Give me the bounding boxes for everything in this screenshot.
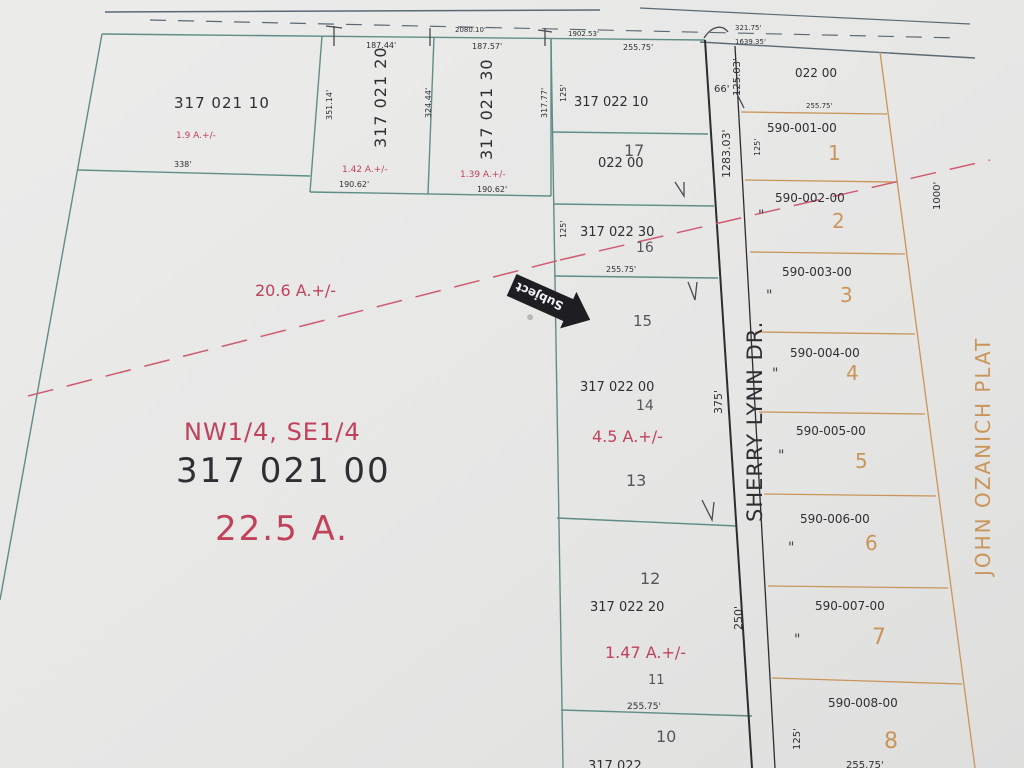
parcel-022-20-dim-bottom: 255.75' [627,702,661,712]
plat-ditto-marks: " " " " " " [758,208,800,648]
parcel-021-20-acreage: 1.42 A.+/- [342,165,388,175]
plat-lot-2-number: 590-002-00 [775,191,845,205]
parcel-lines [0,33,753,768]
parcel-022-10-dim-top: 255.75' [623,43,653,52]
parcel-022-10-lot: 17 [624,141,644,160]
parcel-021-10-acreage: 1.9 A.+/- [176,131,216,141]
top-dim-1: 2080.10' [455,26,486,34]
parcel-021-20-dim-bottom: 190.62' [339,180,369,189]
parcel-022-00-top-number: 022 00 [598,156,644,171]
plat-lot-7-number: 590-007-00 [815,599,885,613]
parcel-022-00-number: 317 022 00 [580,380,654,395]
parcel-021-20-dim-left: 351.14' [325,90,334,120]
acreage-20-6: 20.6 A.+/- [255,281,336,300]
plat-lot-0-number: 022 00 [795,66,837,80]
plat-lot-7-lot: 7 [872,625,886,650]
parcel-022-00-lot-b: 13 [626,471,646,490]
parcel-021-20-number: 317 021 20 [371,46,390,148]
top-dim-2: 1902.53' [568,30,599,38]
parcel-022-10-number: 317 022 10 [574,95,648,110]
svg-text:": " [788,540,794,556]
parcel-021-10-dim-bottom: 338' [174,160,191,169]
parcel-022-20-dim-right: 250' [732,606,745,630]
parcel-022-00-lot-a: 14 [636,398,654,414]
parcel-022-20-lot-b: 11 [648,673,665,688]
plat-lot-1-number: 590-001-00 [767,121,837,135]
parcel-022-30-number: 317 022 30 [580,225,654,240]
big-parcel-quarter: NW1/4, SE1/4 [184,418,361,446]
parcel-021-30-acreage: 1.39 A.+/- [460,170,506,180]
road-dim-3: 1283.03' [720,129,733,178]
svg-text:": " [794,632,800,648]
dashed-section-line [27,159,991,397]
parcel-022-00-dim-right: 375' [712,390,725,414]
hand-marks [325,25,745,523]
road-dim-1: 66' [714,84,729,95]
parcel-bottom-lot: 10 [656,727,676,746]
parcel-022-00-acreage: 4.5 A.+/- [592,427,663,446]
top-dim-3: 321.75' [735,24,761,32]
parcel-021-30-dim-top: 187.57' [472,42,502,51]
parcel-022-20-lot-a: 12 [640,569,660,588]
svg-text:": " [778,448,784,464]
parcel-022-00-lot-c: 15 [633,312,652,330]
road-dim-2: 125.03' [732,58,743,96]
parcel-022-20-acreage: 1.47 A.+/- [605,643,686,662]
plat-lines [740,51,976,768]
plat-lot-3-number: 590-003-00 [782,265,852,279]
plat-lot-0-dim: 255.75' [806,102,832,110]
plat-lot-6-lot: 6 [865,531,878,555]
plat-lot-3-lot: 3 [840,283,853,307]
svg-text:": " [766,288,772,304]
top-right-of-way [104,7,976,59]
plat-side-dim-2: 125' [792,728,803,750]
plat-lot-8-dim: 255.75' [846,760,884,768]
plat-lot-8-lot: 8 [884,729,898,754]
road-name: SHERRY LYNN DR. [743,321,767,522]
parcel-021-10-number: 317 021 10 [174,94,270,112]
parcel-021-20-dim-top: 187.44' [366,41,396,50]
parcel-022-30-dim-left: 125' [559,221,568,238]
parcel-022-10-dim-left: 125' [559,85,568,102]
plat-lot-2-lot: 2 [832,209,845,233]
plat-lot-5-number: 590-005-00 [796,424,866,438]
road-lines [704,39,776,768]
plat-lot-8-number: 590-008-00 [828,696,898,710]
plat-side-dim-1: 125' [753,139,762,156]
right-dim: 1000' [932,182,943,210]
plat-lot-4-number: 590-004-00 [790,346,860,360]
plat-lot-1-lot: 1 [828,141,841,165]
parcel-bottom-number: 317 022 ... [588,759,658,768]
svg-text:": " [758,208,764,224]
parcel-021-30-dim-left: 324.44' [424,88,433,118]
parcel-021-30-number: 317 021 30 [477,58,496,160]
parcel-021-30-dim-right: 317.77' [540,88,549,118]
plat-lot-4-lot: 4 [846,361,859,385]
top-dim-4: 1639.35' [735,38,766,46]
svg-text:": " [772,366,778,382]
big-parcel-acreage: 22.5 A. [215,509,349,549]
plat-lot-5-lot: 5 [855,449,868,473]
plat-lot-6-number: 590-006-00 [800,512,870,526]
big-parcel-number: 317 021 00 [176,451,391,491]
parcel-022-30-lot: 16 [636,240,654,256]
plat-name: JOHN OZANICH PLAT [971,337,995,578]
pin-icon [527,314,534,321]
parcel-021-30-dim-bottom: 190.62' [477,185,507,194]
parcel-022-20-number: 317 022 20 [590,600,664,615]
parcel-022-30-dim-bottom: 255.75' [606,265,636,274]
plat-lot-labels: 022 00 255.75' 590-001-00 1 590-002-00 2… [753,66,898,768]
